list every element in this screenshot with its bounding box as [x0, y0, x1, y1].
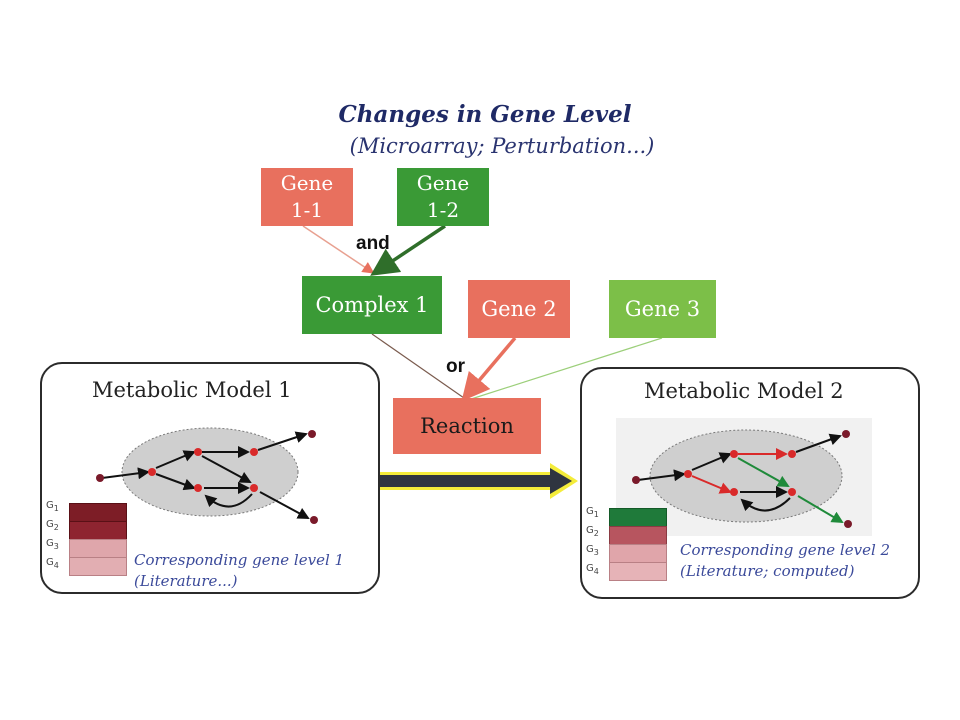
model-2-caption: Corresponding gene level 2 (Literature; …	[680, 540, 890, 582]
model-1-gene-bar-1	[69, 503, 127, 522]
model-1-gene-label-4: G4	[46, 557, 59, 570]
model-2-gene-label-2: G2	[586, 525, 599, 538]
edge-gene12-to-complex	[370, 224, 446, 276]
edge-gene2-to-reaction	[461, 336, 517, 402]
gene-1-1-label: Gene	[280, 171, 334, 195]
model-1-gene-label-3: G3	[46, 538, 59, 551]
diagram-subtitle: (Microarray; Perturbation...)	[349, 134, 655, 158]
gene-1-2-label: Gene	[416, 171, 470, 195]
model-2-gene-label-4: G4	[586, 563, 599, 576]
model-2-gene-bar-2	[609, 526, 667, 545]
gene-1-1-box: Gene 1-1	[261, 168, 353, 226]
model-1-gene-label-1: G1	[46, 500, 59, 513]
model-2-caption-line-1: Corresponding gene level 2	[680, 541, 891, 559]
model-1-caption-line-1: Corresponding gene level 1	[134, 551, 345, 569]
edge-gene11-to-complex	[302, 225, 375, 274]
model-2-title: Metabolic Model 2	[644, 379, 844, 403]
model-2-caption-line-2: (Literature; computed)	[680, 562, 855, 580]
gene-1-2-box: Gene 1-2	[397, 168, 489, 226]
model-1-title: Metabolic Model 1	[92, 378, 292, 402]
model-2-gene-bar-4	[609, 562, 667, 581]
gene-1-1-number: 1-1	[290, 198, 324, 222]
edge-complex-to-reaction	[371, 333, 465, 399]
model-2-gene-bar-3	[609, 544, 667, 563]
or-label: or	[446, 356, 465, 377]
model-1-caption: Corresponding gene level 1 (Literature..…	[134, 550, 344, 592]
gene-2-box: Gene 2	[468, 280, 570, 338]
gene-3-box: Gene 3	[609, 280, 716, 338]
model-2-gene-label-1: G1	[586, 506, 599, 519]
complex-1-box: Complex 1	[302, 276, 442, 334]
model-2-gene-label-3: G3	[586, 544, 599, 557]
model-1-gene-bar-2	[69, 521, 127, 540]
gene-1-2-number: 1-2	[426, 198, 460, 222]
model-1-gene-bar-4	[69, 557, 127, 576]
model-1-gene-bar-3	[69, 539, 127, 558]
model-2-gene-bar-1	[609, 508, 667, 527]
transition-arrow	[380, 463, 578, 499]
model-1-gene-label-2: G2	[46, 519, 59, 532]
model-1-caption-line-2: (Literature...)	[134, 572, 238, 590]
diagram-title: Changes in Gene Level	[338, 101, 632, 128]
edge-gene3-to-reaction	[467, 337, 663, 401]
and-label: and	[356, 233, 390, 254]
model-1-network	[96, 427, 318, 524]
reaction-box: Reaction	[393, 398, 541, 454]
